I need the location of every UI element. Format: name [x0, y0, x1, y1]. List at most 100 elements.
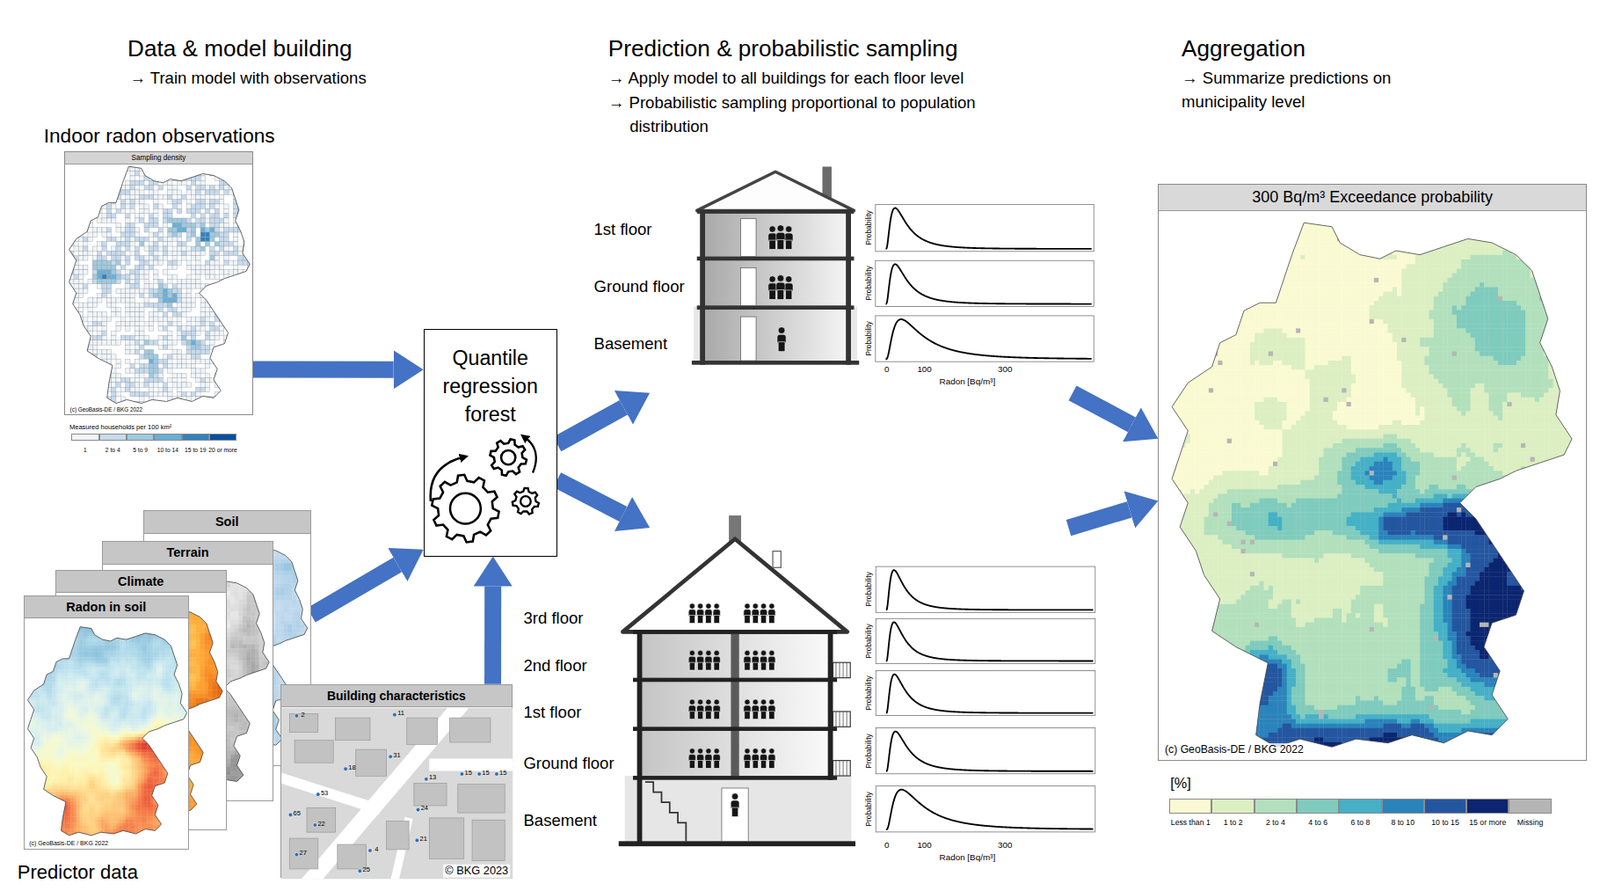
map-cells-part	[162, 212, 168, 218]
map-cells-part	[158, 232, 163, 237]
map-cells-part	[92, 340, 97, 345]
map-cells-part	[172, 283, 177, 289]
map-cells-part	[139, 236, 145, 241]
map-cells-part	[172, 222, 177, 227]
map-cells-part	[219, 240, 225, 246]
map-cells-part	[186, 340, 191, 345]
map-cells-part	[181, 354, 187, 359]
map-cells-part	[214, 250, 219, 255]
map-cells-part	[125, 260, 131, 265]
map-cells-part	[78, 254, 83, 260]
map-cells-part	[101, 312, 107, 317]
map-cells-part	[134, 334, 139, 340]
map-cells-part	[162, 363, 168, 368]
map-cells-part	[177, 363, 182, 368]
map-cells-part	[120, 288, 125, 293]
map-cells-part	[106, 226, 111, 232]
map-cells-part	[224, 236, 229, 241]
map-cells-part	[134, 391, 139, 396]
map-cells-part	[205, 344, 211, 350]
map-cells-part	[219, 246, 225, 251]
map-cells-part	[148, 189, 153, 195]
map-cells-part	[191, 349, 197, 354]
map-cells-part	[205, 236, 211, 241]
map-cells-part	[148, 358, 153, 364]
map-cells-part	[97, 254, 102, 260]
map-cells-part	[172, 288, 177, 293]
map-cells-part	[167, 184, 173, 190]
map-cells-part	[233, 226, 239, 232]
map-cells-part	[116, 312, 121, 317]
map-cells-part	[196, 236, 201, 241]
map-cells-part	[97, 274, 102, 279]
map-cells-part	[120, 292, 125, 298]
map-cells-part	[87, 250, 93, 255]
map-cells-part	[219, 218, 225, 223]
map-cells-part	[172, 292, 177, 298]
map-cells-part	[97, 218, 102, 223]
map-cells-part	[210, 218, 215, 223]
map-cells-part	[125, 386, 131, 392]
map-cells-part	[214, 232, 219, 237]
map-cells-part	[78, 302, 83, 307]
map-cells-part	[120, 240, 125, 246]
map-cells-part	[139, 292, 145, 298]
map-cells-part	[224, 246, 229, 251]
map-cells-part	[87, 298, 93, 303]
map-cells-part	[148, 260, 153, 265]
map-cells-part	[158, 260, 163, 265]
map-cells-part	[144, 363, 149, 368]
map-cells-part	[177, 330, 182, 335]
map-cells-part	[111, 377, 117, 382]
map-cells-part	[148, 312, 153, 317]
map-cells-part	[144, 391, 149, 396]
map-cells-part	[210, 334, 215, 340]
map-cells-part	[134, 358, 139, 364]
map-cells-part	[210, 232, 215, 237]
map-cells-part	[111, 274, 117, 279]
map-cells-part	[111, 391, 117, 396]
map-cells-part	[87, 302, 93, 307]
map-cells-part	[191, 326, 197, 331]
map-cells-part	[139, 330, 145, 335]
map-cells-part	[167, 391, 173, 396]
map-cells-part	[210, 194, 215, 199]
map-cells-part	[214, 264, 219, 270]
map-cells-part	[134, 212, 139, 218]
map-cells-part	[181, 222, 187, 227]
map-cells-part	[162, 298, 168, 303]
flow-arrow	[1069, 509, 1130, 528]
map-cells-part	[186, 391, 191, 396]
map-cells-part	[134, 372, 139, 378]
map-cells-part	[228, 240, 233, 246]
map-cells-part	[186, 344, 191, 350]
map-cells-part	[214, 226, 219, 232]
map-cells-part	[158, 184, 163, 190]
map-cells-part	[139, 382, 145, 387]
map-cells-part	[219, 264, 225, 270]
map-cells-part	[196, 344, 201, 350]
map-cells-part	[111, 334, 117, 340]
map-cells-part	[153, 377, 159, 382]
map-cells-part	[125, 288, 131, 293]
map-cells-part	[158, 302, 163, 307]
map-cells-part	[172, 218, 177, 223]
map-cells-part	[130, 288, 135, 293]
map-cells-part	[125, 358, 131, 364]
map-cells-part	[153, 260, 159, 265]
map-cells-part	[233, 264, 239, 270]
map-cells-part	[219, 250, 225, 255]
map-cells-part	[167, 274, 173, 279]
map-cells-part	[125, 222, 131, 227]
map-cells-part	[228, 269, 233, 274]
map-cells-part	[186, 382, 191, 387]
map-cells-part	[148, 377, 153, 382]
map-cells-part	[111, 250, 117, 255]
map-cells-part	[130, 363, 135, 368]
map-cells-part	[196, 194, 201, 199]
map-cells-part	[101, 226, 107, 232]
map-cells-part	[73, 269, 79, 274]
map-cells-part	[191, 302, 197, 307]
map-cells-part	[167, 218, 173, 223]
map-cells-part	[144, 260, 149, 265]
